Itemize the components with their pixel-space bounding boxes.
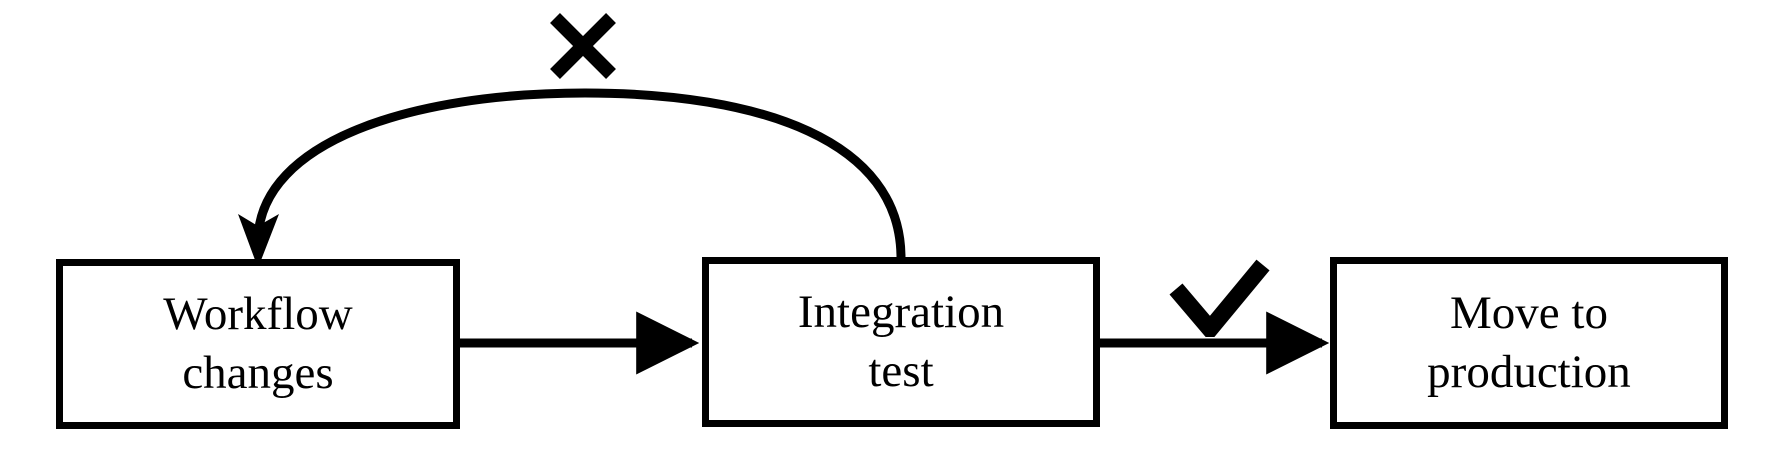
node-move-to-production-line-1: Move to (1450, 286, 1608, 339)
node-workflow-changes-line-2: changes (182, 347, 334, 399)
node-move-to-production[interactable]: Move to production (1330, 257, 1728, 429)
node-workflow-changes[interactable]: Workflow changes (56, 259, 460, 429)
node-integration-test-line-2: test (868, 345, 934, 397)
check-mark-icon (1169, 259, 1270, 337)
node-integration-test-line-1: Integration (797, 285, 1005, 338)
node-workflow-changes-line-1: Workflow (163, 287, 353, 340)
cross-mark-icon (550, 13, 616, 79)
node-move-to-production-line-2: production (1427, 346, 1631, 398)
edge-integration-back-to-workflow (238, 88, 906, 268)
node-integration-test[interactable]: Integration test (702, 257, 1100, 427)
